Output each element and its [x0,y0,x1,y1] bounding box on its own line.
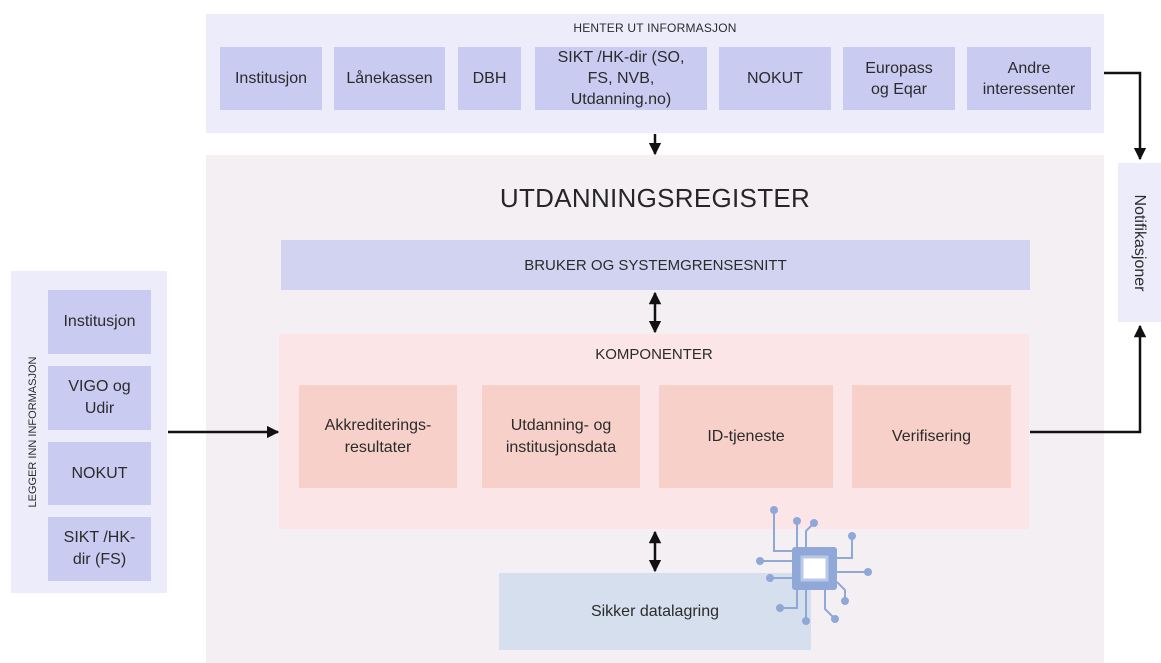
register-title: UTDANNINGSREGISTER [499,182,811,213]
source-institusjon: Institusjon [220,47,322,110]
component-utdanning-institusjonsdata: Utdanning- og institusjonsdata [482,385,640,488]
retrieval-heading: HENTER UT INFORMASJON [573,21,737,35]
chip-icon [762,512,866,619]
notifications-panel [1118,163,1161,322]
component-akkreditering: Akkrediterings-resultater [299,385,457,488]
arrow-sources-to-notifications [1104,71,1147,161]
component-id-tjeneste: ID-tjeneste [659,385,833,488]
components-heading: KOMPONENTER [595,345,713,363]
source-andre-interessenter: Andre interessenter [967,47,1091,110]
input-institusjon: Institusjon [48,290,151,354]
arrow-verification-to-notifications [1030,324,1147,434]
input-vigo-udir: VIGO og Udir [48,366,151,430]
source-dbh: DBH [458,47,521,110]
source-europass-eqar: Europass og Eqar [843,47,955,110]
source-lanekassen: Lånekassen [334,47,445,110]
source-sikt-hkdir: SIKT /HK-dir (SO, FS, NVB, Utdanning.no) [535,47,707,110]
interface-box: BRUKER OG SYSTEMGRENSESNITT [281,240,1030,290]
input-nokut: NOKUT [48,442,151,505]
input-sikt-hkdir-fs: SIKT /HK-dir (FS) [48,517,151,581]
chip-icon-core [800,555,829,582]
secure-storage-box: Sikker datalagring [499,573,811,650]
component-verifisering: Verifisering [852,385,1011,488]
source-nokut: NOKUT [719,47,831,110]
